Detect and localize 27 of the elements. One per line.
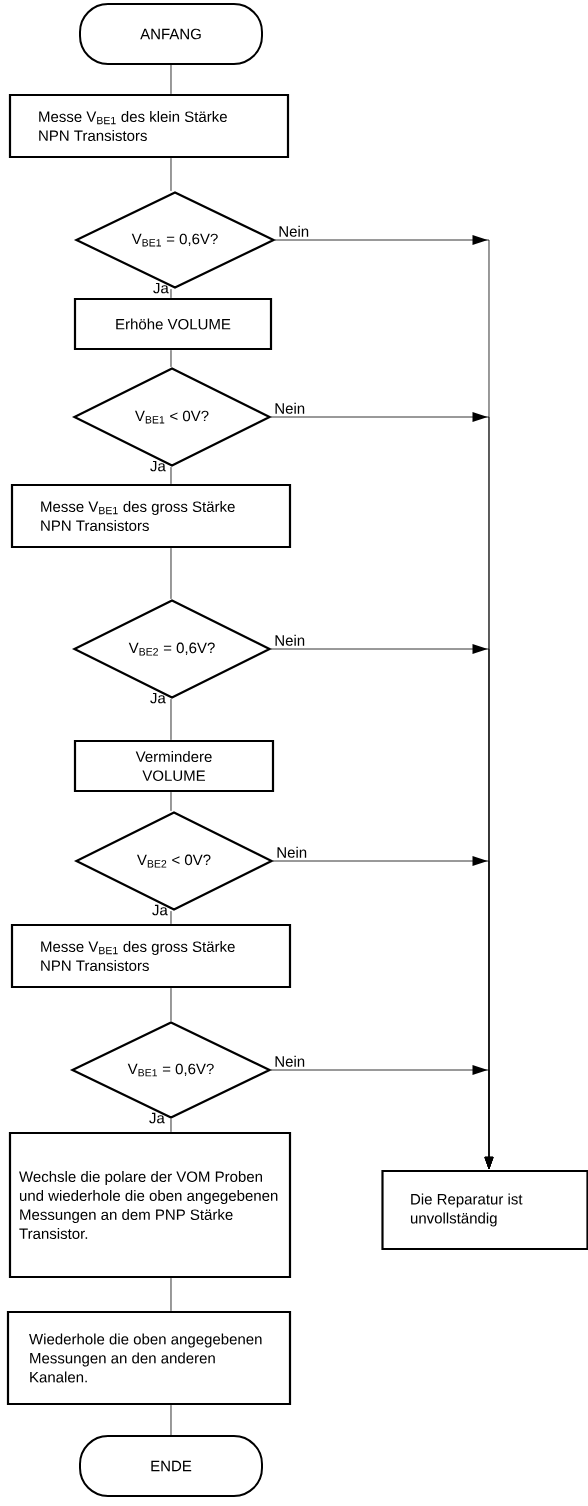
edge-label: Nein (279, 225, 309, 237)
connector-line (170, 698, 172, 741)
process-box: Messe V$_{BE1}$ des klein Stärke NPN Transistors (8, 93, 290, 159)
connector-line (170, 910, 172, 925)
edge-label: Nein (275, 1055, 305, 1067)
connector-line (170, 349, 172, 368)
connector-line (170, 288, 172, 299)
connector-line (170, 157, 172, 192)
connector-line (170, 1277, 172, 1312)
edge-label: Nein (277, 846, 307, 858)
connector-line (170, 987, 172, 1022)
edge-label: Nein (275, 402, 305, 414)
arrow (270, 1065, 494, 1170)
connector-line (170, 466, 172, 485)
connector-line (170, 64, 172, 95)
connector-line (170, 1118, 172, 1133)
connector-line (170, 791, 172, 812)
edge-label: Nein (275, 634, 305, 646)
process-box: Messe V$_{BE1}$ des gross Stärke NPN Transistors (10, 923, 292, 989)
process-box: Erhöhe VOLUME (73, 297, 273, 351)
process-box: Wiederhole die oben angegebenen Messungen an den anderen Kanalen. (6, 1310, 292, 1406)
process-box: Messe V$_{BE1}$ des gross Stärke NPN Transistors (10, 483, 292, 549)
connector-line (170, 1404, 172, 1436)
process-box: Wechsle die polare der VOM Proben und wiederhole die oben angegebenen Messungen an dem PNP Stärke Transistor. (8, 1131, 292, 1279)
connector-line (170, 547, 172, 600)
process-box: Vermindere VOLUME (73, 739, 275, 793)
process-box: Die Reparatur ist unvollständig (381, 1169, 588, 1251)
